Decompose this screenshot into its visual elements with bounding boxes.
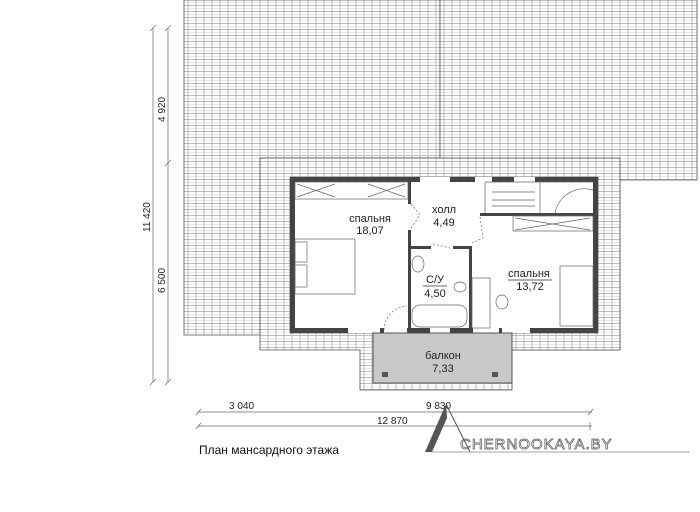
vertical-dimensions [149, 24, 172, 386]
horizontal-dimensions [195, 408, 594, 430]
dim-vertical-upper: 4 920 [157, 97, 168, 122]
room-label-bedroom-2: спальня 13,72 [508, 268, 552, 293]
room-label-balcony: балкон 7,33 [425, 350, 461, 375]
interior-floor [290, 177, 598, 333]
furniture [294, 181, 594, 331]
bed [559, 265, 594, 327]
toilet [411, 255, 425, 273]
bathtub [411, 304, 468, 328]
svg-text:С/У: С/У [426, 274, 445, 286]
dim-horizontal-left: 3 040 [229, 401, 254, 412]
room-label-bedroom-1: спальня 18,07 [349, 213, 391, 237]
walls [290, 177, 598, 333]
logo: CHERNOOKAYA.BY [425, 403, 690, 453]
plan-title: План мансардного этажа [199, 443, 339, 457]
dim-horizontal-right: 9 830 [426, 401, 451, 412]
svg-text:4,49: 4,49 [433, 217, 454, 229]
room-label-bathroom: С/У 4,50 [423, 274, 447, 300]
svg-text:балкон: балкон [425, 350, 461, 362]
svg-text:7,33: 7,33 [432, 363, 453, 375]
svg-text:18,07: 18,07 [356, 225, 384, 237]
svg-text:холл: холл [432, 204, 456, 216]
svg-text:4,50: 4,50 [424, 288, 445, 300]
logo-triangle-icon [425, 404, 447, 452]
logo-text: CHERNOOKAYA.BY [460, 436, 613, 453]
room-label-hall: холл 4,49 [432, 204, 456, 229]
svg-text:13,72: 13,72 [516, 281, 544, 293]
desk [471, 277, 491, 329]
svg-text:спальня: спальня [508, 268, 550, 280]
dim-horizontal-total: 12 870 [377, 416, 408, 427]
door-swing [383, 305, 408, 331]
sink [453, 281, 467, 293]
balcony-post [492, 372, 498, 377]
chair [495, 294, 509, 310]
balcony-post [382, 372, 388, 377]
dim-vertical-lower: 6 500 [157, 268, 168, 293]
dim-vertical-total: 11 420 [142, 202, 153, 232]
svg-text:спальня: спальня [349, 213, 391, 225]
balcony [372, 332, 513, 384]
